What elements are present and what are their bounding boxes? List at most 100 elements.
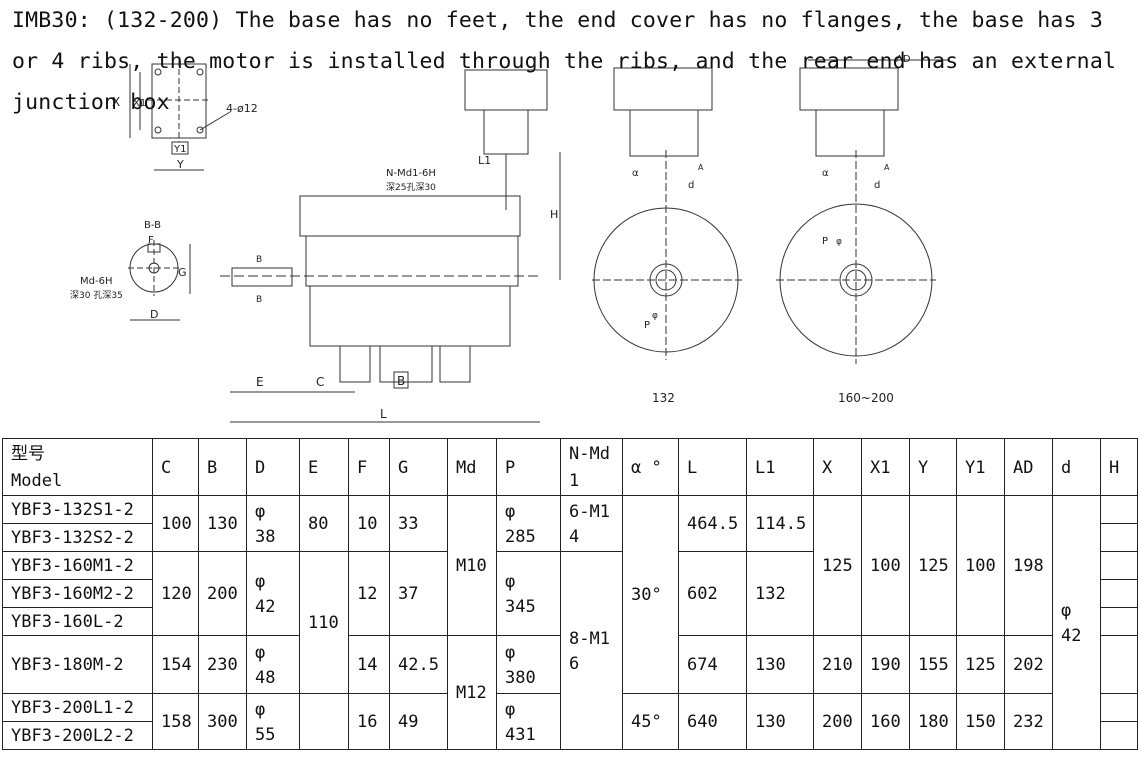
top-view-label: X: [112, 95, 120, 109]
table-cell: φ 285: [496, 495, 561, 552]
table-cell: φ 38: [246, 495, 300, 552]
header-cell: G: [389, 438, 448, 496]
table-cell: 130: [746, 693, 814, 750]
side-view-label: L: [380, 407, 387, 421]
header-cell: 型号 Model: [2, 438, 153, 496]
end-view-label: A: [698, 163, 704, 172]
table-cell: 125: [813, 495, 862, 636]
table-cell: 114.5: [746, 495, 814, 552]
header-cell: C: [152, 438, 199, 496]
end-view-label: P: [644, 320, 650, 331]
table-cell: 230: [198, 635, 247, 694]
end-view-label: 132: [652, 391, 675, 405]
table-cell: [1100, 635, 1138, 694]
table-cell: 120: [152, 551, 199, 636]
section-label: D: [150, 308, 158, 321]
header-cell: X: [813, 438, 862, 496]
model-cell: YBF3-200L1-2: [2, 693, 153, 722]
end-view-label: φ: [836, 237, 842, 247]
table-cell: 100: [152, 495, 199, 552]
header-cell: X1: [861, 438, 910, 496]
table-cell: 12: [348, 551, 390, 636]
table-cell: 602: [678, 551, 747, 636]
end-view-label: d: [874, 180, 880, 191]
table-cell: 130: [746, 635, 814, 694]
table-row: YBF3-180M-2 154 230 φ 48 14 42.5 M12 φ 3…: [2, 635, 1138, 750]
table-cell: [1100, 693, 1138, 722]
table-cell: 200: [198, 551, 247, 636]
table-cell: [1100, 607, 1138, 636]
header-cell: H: [1100, 438, 1138, 496]
header-cell: Md: [447, 438, 497, 496]
header-cell: E: [299, 438, 349, 496]
table-cell: φ 345: [496, 551, 561, 636]
table-cell: 190: [861, 635, 910, 694]
end-view-label: A: [884, 163, 890, 172]
table-cell: [299, 693, 349, 750]
side-view-label: B: [256, 295, 262, 305]
top-view-label: X1: [133, 98, 146, 109]
table-cell: 132: [746, 551, 814, 636]
header-cell: N-Md 1: [560, 438, 623, 496]
top-view-label: Y: [176, 158, 184, 171]
end-view-label: AD: [896, 54, 911, 65]
table-cell: 16: [348, 693, 390, 750]
table-cell: 464.5: [678, 495, 747, 552]
section-label: G: [178, 266, 187, 279]
table-cell: φ 42: [1052, 495, 1101, 750]
table-cell: 125: [909, 495, 957, 636]
table-row: YBF3-160L-2: [2, 607, 1138, 636]
table-cell: φ 380: [496, 635, 561, 694]
table-cell: 100: [861, 495, 910, 636]
model-cell: YBF3-160M1-2: [2, 551, 153, 580]
table-cell: 37: [389, 551, 448, 636]
table-cell: φ 55: [246, 693, 300, 750]
table-cell: [1100, 523, 1138, 552]
side-view-diagram: N-Md1-6H 深25孔深30 L1 H B B E C B L: [220, 69, 561, 423]
top-view-diagram: X X1 Y1 Y 4-ø12: [112, 60, 258, 171]
end-view-label: α: [632, 168, 639, 179]
table-cell: 125: [956, 635, 1005, 694]
table-cell: 198: [1004, 495, 1053, 636]
top-view-label: 4-ø12: [226, 102, 258, 115]
table-row: YBF3-160M1-2 120 200 φ 42 110 12 37 φ 34…: [2, 551, 1138, 750]
table-cell: 80: [299, 495, 349, 552]
table-cell: φ 431: [496, 693, 561, 750]
table-cell: 200: [813, 693, 862, 750]
table-row: YBF3-200L2-2: [2, 721, 1138, 750]
model-cell: YBF3-132S1-2: [2, 495, 153, 524]
end-view-label: d: [688, 180, 694, 191]
header-cell: P: [496, 438, 561, 496]
model-cell: YBF3-200L2-2: [2, 721, 153, 750]
table-row: YBF3-160M2-2: [2, 579, 1138, 608]
table-cell: 130: [198, 495, 247, 552]
table-cell: 110: [299, 551, 349, 694]
spec-table: 型号 Model C B D E F G Md P N-Md 1 α ° L L…: [2, 438, 1138, 750]
top-view-label: Y1: [173, 144, 186, 155]
end-view-label: α: [822, 168, 829, 179]
table-row: YBF3-132S2-2: [2, 523, 1138, 552]
table-cell: 210: [813, 635, 862, 694]
table-cell: 640: [678, 693, 747, 750]
table-cell: [1100, 579, 1138, 608]
side-view-label: C: [316, 375, 324, 389]
table-cell: 232: [1004, 693, 1053, 750]
side-view-label: 深25孔深30: [386, 182, 436, 193]
end-view-label: P: [822, 236, 828, 247]
table-header-row: 型号 Model C B D E F G Md P N-Md 1 α ° L L…: [2, 438, 1138, 496]
table-cell: 674: [678, 635, 747, 694]
side-view-label: B: [256, 255, 262, 265]
end-view-160-diagram: AD α A d P φ 160~200: [776, 54, 950, 405]
header-cell: D: [246, 438, 300, 496]
header-cell: d: [1052, 438, 1101, 496]
table-cell: [1100, 721, 1138, 750]
table-cell: 150: [956, 693, 1005, 750]
table-row: YBF3-132S1-2 100 130 φ 38 80 10 33 M10 φ…: [2, 495, 1138, 750]
table-cell: 180: [909, 693, 957, 750]
table-row: YBF3-200L1-2 158 300 φ 55 16 49 φ 431 45…: [2, 693, 1138, 750]
side-view-label: L1: [478, 154, 491, 167]
header-cell: α °: [622, 438, 679, 496]
model-cell: YBF3-160M2-2: [2, 579, 153, 608]
header-cell: Y: [909, 438, 957, 496]
model-cell: YBF3-132S2-2: [2, 523, 153, 552]
